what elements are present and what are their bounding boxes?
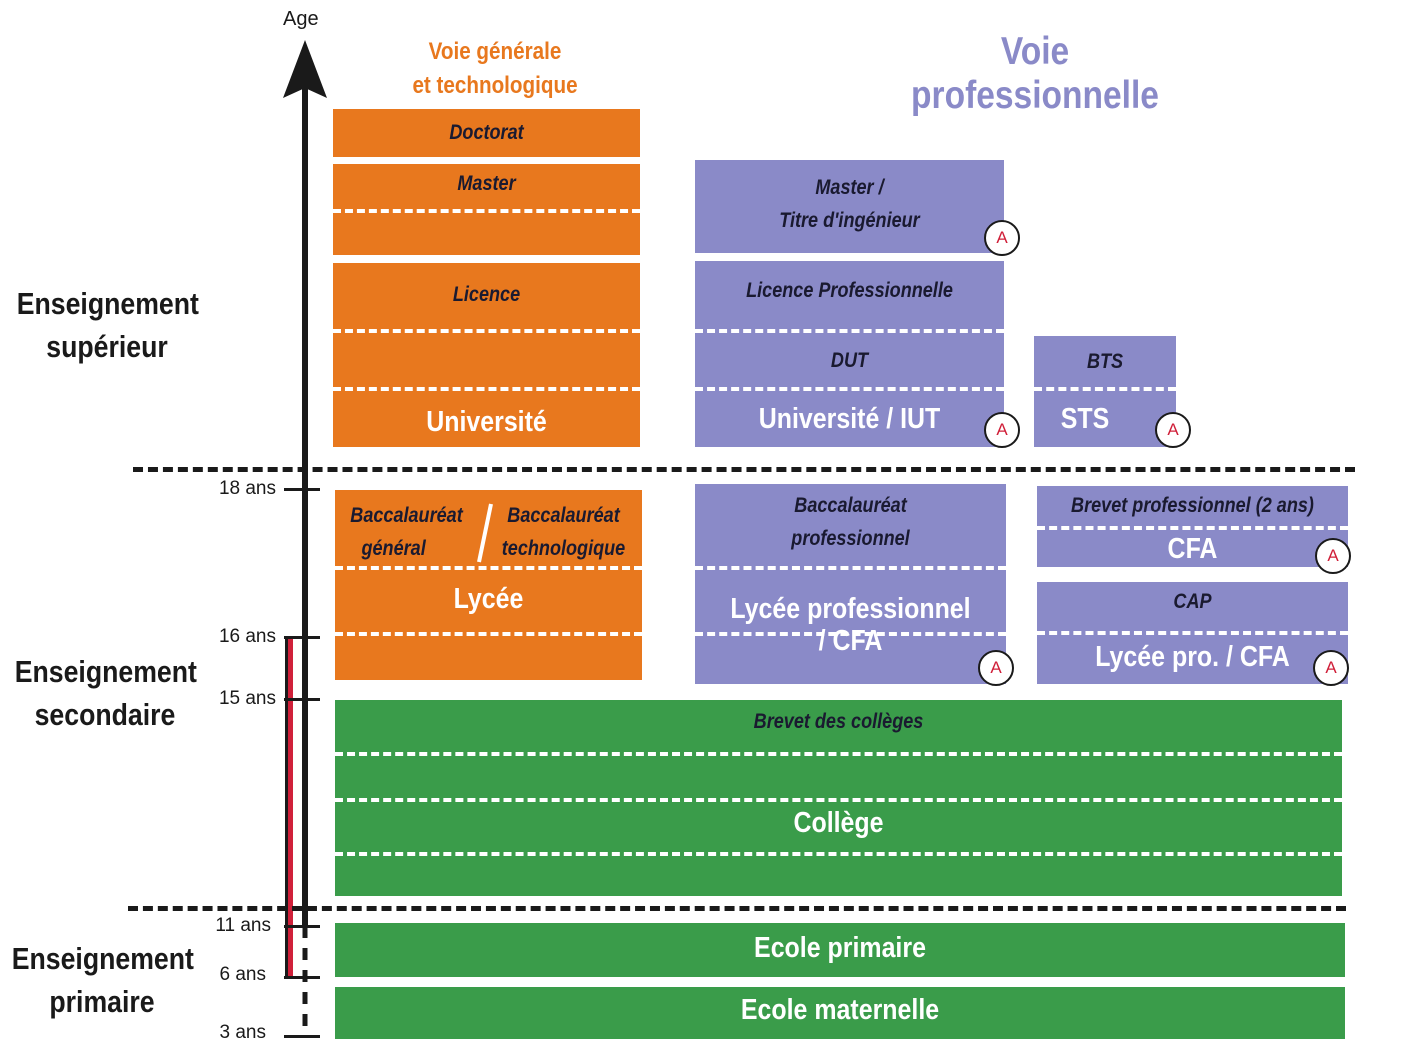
label-master-pro: Master /Titre d'ingénieur (779, 176, 920, 232)
tick-mark-15 (284, 698, 320, 701)
label-primaire: Ecole primaire (754, 932, 926, 964)
label-dut: DUT (830, 349, 869, 372)
dash-line (335, 566, 642, 570)
dash-line (695, 632, 1006, 636)
tick-mark-16 (284, 636, 320, 639)
compulsory-schooling-bar (287, 638, 293, 978)
compulsory-bar-outline (285, 638, 288, 978)
label-maternelle: Ecole maternelle (740, 994, 940, 1026)
label-lycee-pro-cfa: Lycée pro. / CFA (1095, 641, 1290, 673)
age-tick-15: 15 ans (218, 688, 276, 709)
box-cap: CAP Lycée pro. / CFA (1037, 582, 1348, 684)
label-cfa: CFA (1167, 533, 1218, 565)
box-maternelle: Ecole maternelle (335, 987, 1345, 1039)
apprentissage-badge: A (1155, 412, 1191, 448)
apprentissage-badge: A (984, 220, 1020, 256)
box-licence-pro: Licence Professionnelle DUT Université /… (695, 261, 1004, 447)
dash-line (333, 209, 640, 213)
dash-line (1037, 526, 1348, 530)
tick-mark-18 (284, 488, 320, 491)
dash-line (335, 852, 1342, 856)
age-tick-3: 3 ans (219, 1022, 266, 1043)
dash-line (1034, 387, 1176, 391)
label-lycee-pro: Lycée professionnel/ CFA (730, 593, 971, 657)
separator-superieur-secondaire (133, 467, 1355, 472)
axis-arrow-head (283, 40, 327, 98)
box-master-general: Master (333, 164, 640, 255)
label-lycee: Lycée (453, 583, 524, 615)
slash-separator (477, 503, 493, 563)
dash-line (695, 329, 1004, 333)
label-brevet: Brevet des collèges (753, 710, 924, 733)
dash-line (335, 798, 1342, 802)
label-licence-pro: Licence Professionnelle (746, 279, 953, 302)
general-track-heading: Voie générale et technologique (412, 38, 578, 99)
apprentissage-badge: A (1315, 538, 1351, 574)
box-college: Brevet des collèges Collège (335, 700, 1342, 896)
label-universite: Université (426, 406, 547, 438)
label-bts: BTS (1086, 350, 1124, 373)
dash-line (695, 566, 1006, 570)
box-master-pro: Master /Titre d'ingénieur (695, 160, 1004, 253)
apprentissage-badge: A (1313, 650, 1349, 686)
age-tick-16: 16 ans (218, 626, 276, 647)
dash-line (335, 752, 1342, 756)
label-brevet-pro: Brevet professionnel (2 ans) (1071, 494, 1314, 517)
label-doctorat: Doctorat (449, 121, 524, 144)
apprentissage-badge: A (978, 650, 1014, 686)
age-axis (283, 40, 327, 1036)
dash-line (695, 387, 1004, 391)
separator-secondaire-primaire (128, 906, 1346, 911)
age-axis-label: Age (283, 8, 319, 30)
dash-line (333, 387, 640, 391)
apprentissage-badge: A (984, 412, 1020, 448)
tick-mark-11 (284, 925, 320, 928)
tick-mark-3 (284, 1035, 320, 1038)
box-primaire: Ecole primaire (335, 923, 1345, 977)
pro-track-heading: Voie professionnelle (911, 30, 1159, 117)
label-sts: STS (1060, 403, 1110, 435)
label-univ-iut: Université / IUT (758, 403, 941, 435)
dash-line (333, 329, 640, 333)
age-tick-11: 11 ans (215, 915, 271, 936)
tick-mark-6 (284, 976, 320, 979)
box-licence: Licence Université (333, 263, 640, 447)
axis-line (302, 80, 308, 966)
label-master-general: Master (457, 172, 516, 195)
age-tick-18: 18 ans (218, 478, 276, 499)
label-college: Collège (793, 807, 884, 839)
box-doctorat: Doctorat (333, 109, 640, 157)
box-brevet-pro: Brevet professionnel (2 ans) CFA (1037, 486, 1348, 567)
dash-line (1037, 631, 1348, 635)
dash-line (335, 632, 642, 636)
label-cap: CAP (1173, 590, 1212, 613)
age-tick-6: 6 ans (219, 964, 266, 985)
box-bts: BTS STS (1034, 336, 1176, 447)
label-licence: Licence (452, 283, 521, 306)
